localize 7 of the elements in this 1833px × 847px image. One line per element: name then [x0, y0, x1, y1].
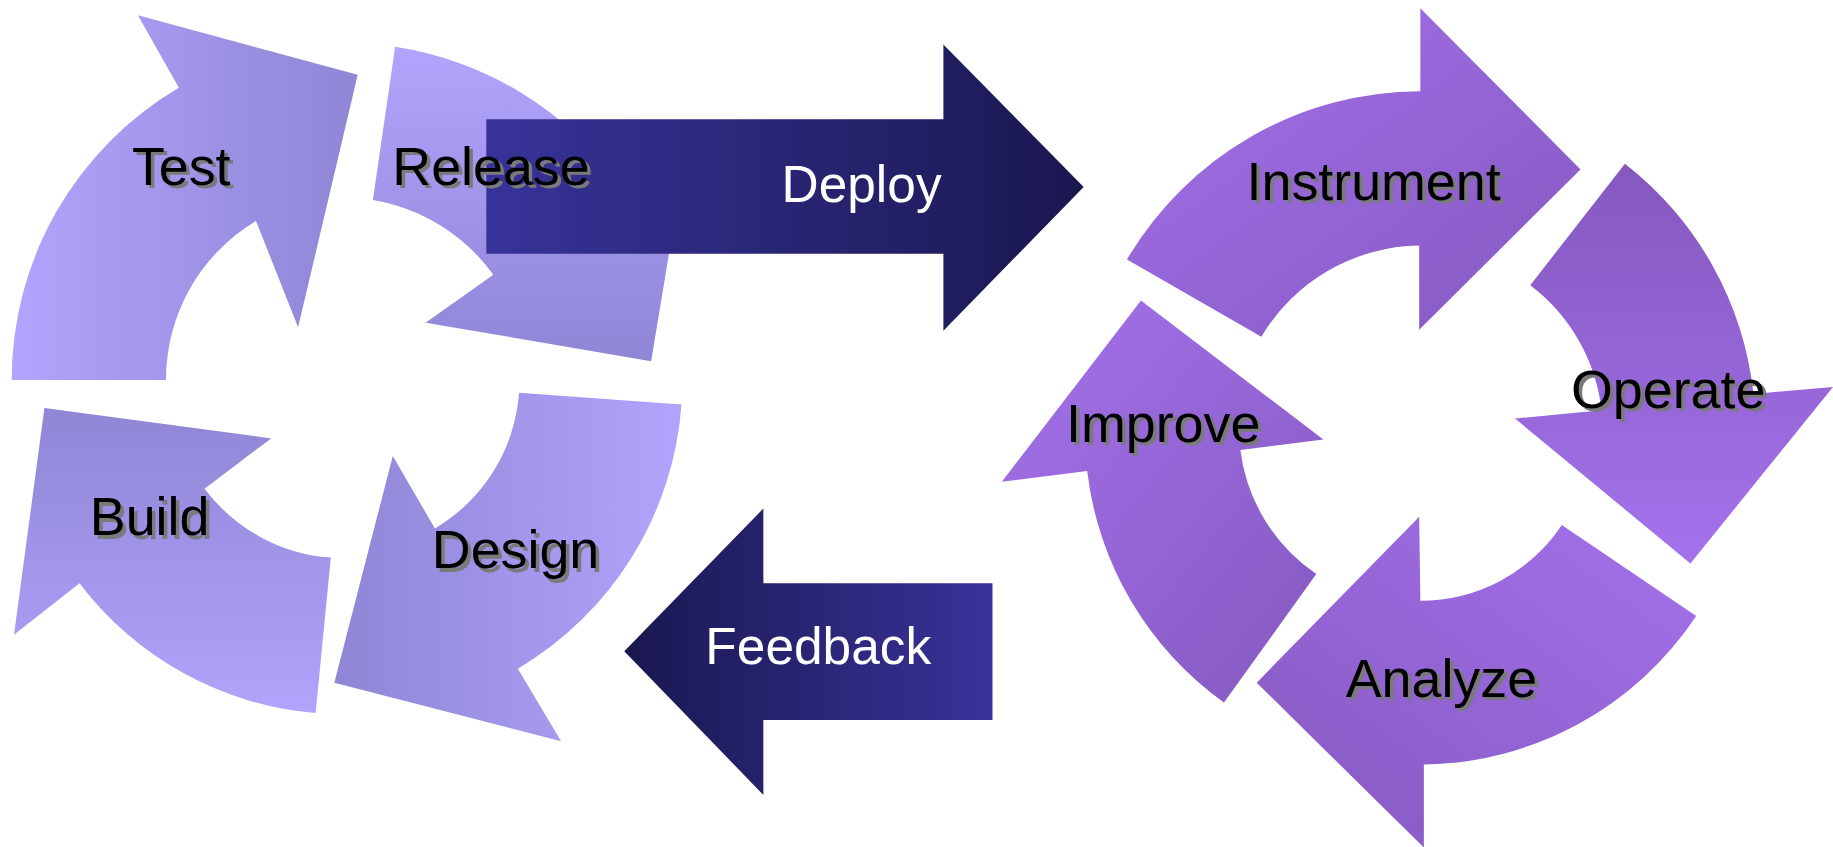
step-label: Feedback: [705, 620, 932, 673]
step-label: Deploy: [781, 159, 942, 211]
step-label: Improve: [1066, 396, 1261, 451]
step-label: Instrument: [1246, 154, 1501, 209]
step-label: Design: [431, 522, 600, 577]
step-label: Build: [89, 489, 210, 544]
step-label: Test: [131, 139, 231, 193]
